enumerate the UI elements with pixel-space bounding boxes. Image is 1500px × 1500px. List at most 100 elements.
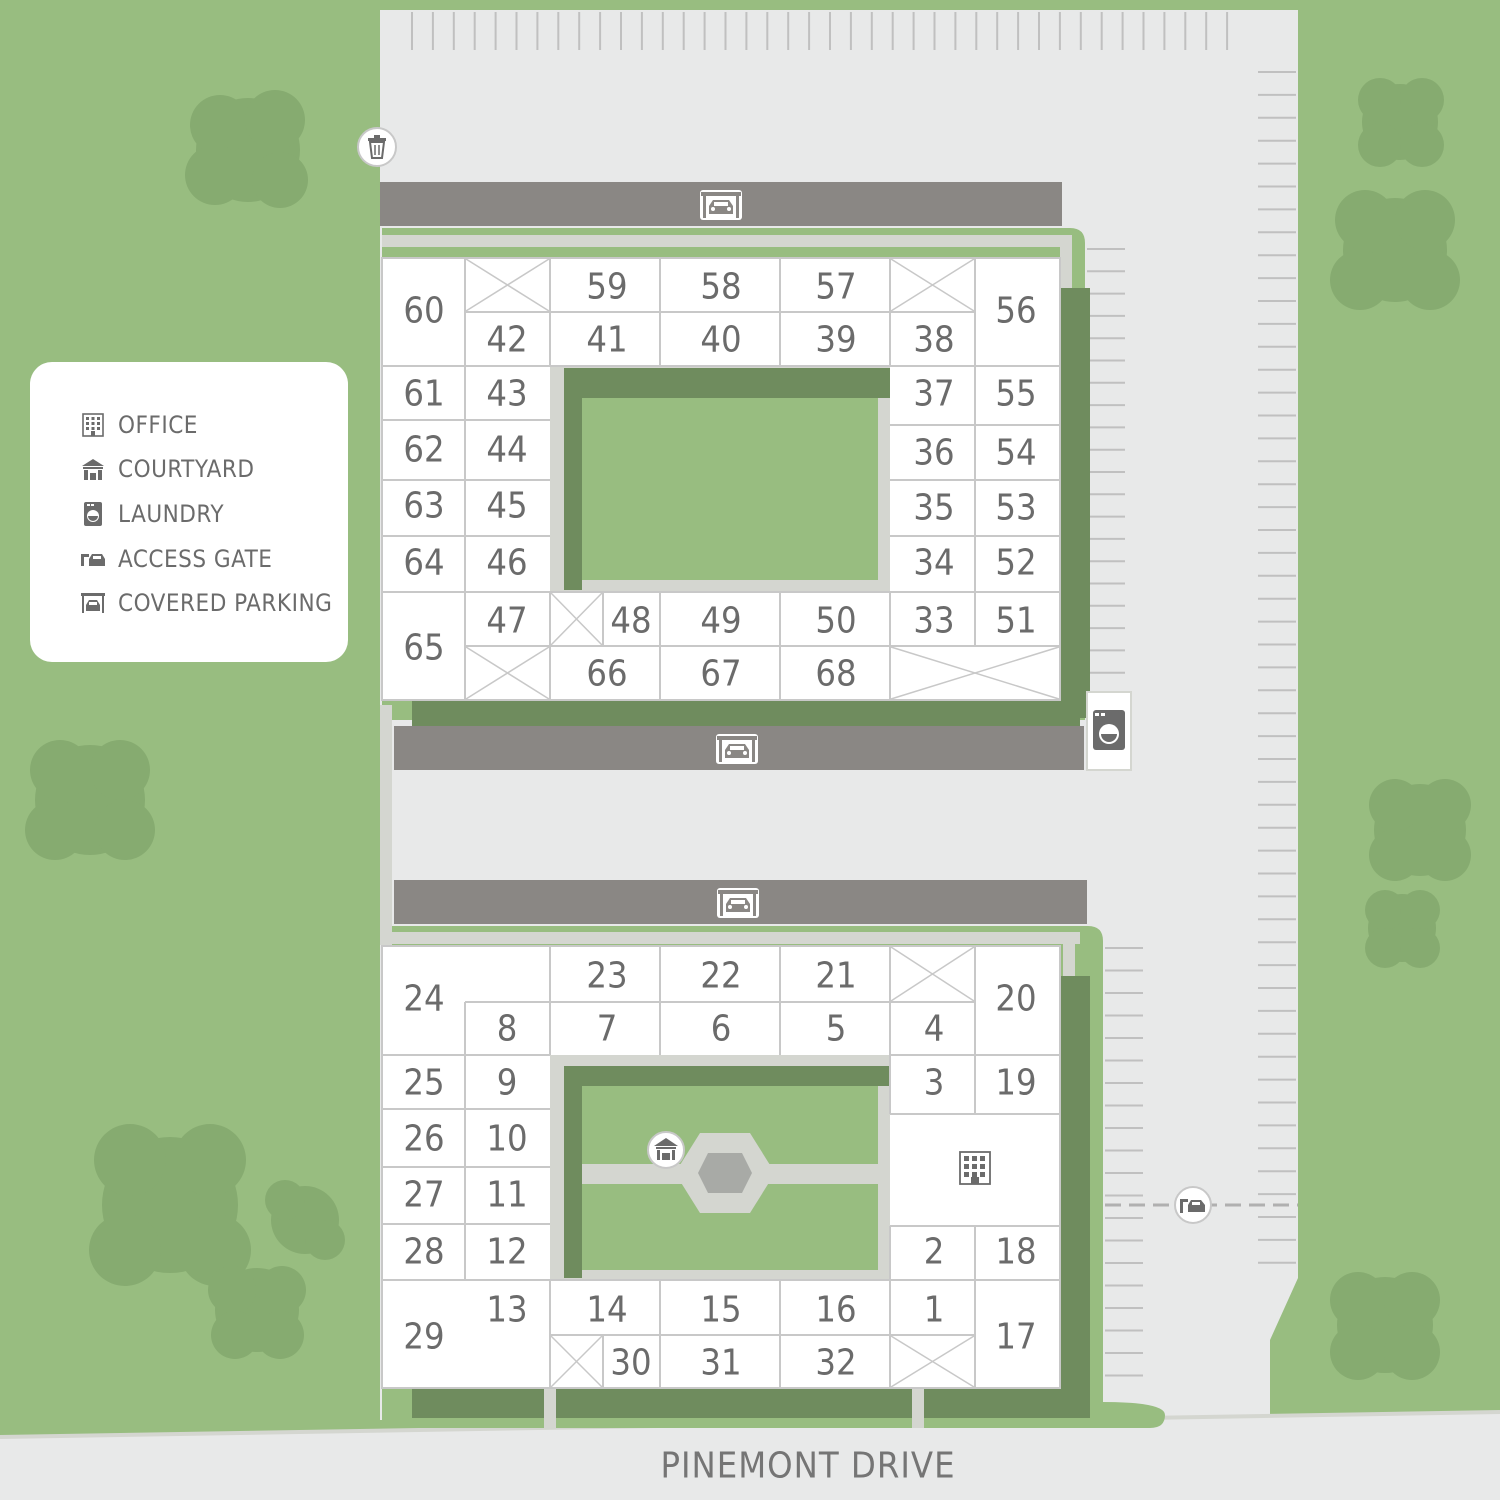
unit-number[interactable]: 4 — [924, 1009, 945, 1050]
unit-number[interactable]: 47 — [486, 601, 527, 642]
unit-number[interactable]: 45 — [486, 486, 527, 527]
parking-stalls-top — [411, 12, 1229, 50]
unit-number[interactable]: 63 — [403, 486, 444, 527]
unit-number[interactable]: 10 — [486, 1119, 527, 1160]
unit-number[interactable]: 53 — [995, 488, 1036, 529]
unit-number[interactable]: 29 — [403, 1317, 444, 1358]
unit-number[interactable]: 13 — [486, 1290, 527, 1331]
unit-number[interactable]: 34 — [913, 543, 954, 584]
unit-number[interactable]: 42 — [486, 320, 527, 361]
unit-number[interactable]: 1 — [924, 1290, 945, 1331]
covered-parking-icon — [700, 190, 759, 918]
unit-number[interactable]: 31 — [700, 1343, 741, 1384]
street — [0, 1412, 1500, 1500]
unit-number[interactable]: 57 — [815, 267, 856, 308]
unit-number[interactable]: 38 — [913, 320, 954, 361]
unit-number[interactable]: 23 — [586, 956, 627, 997]
unit-number[interactable]: 40 — [700, 320, 741, 361]
legend-item-office: OFFICE — [80, 410, 198, 440]
legend-label: OFFICE — [118, 411, 198, 439]
unit-number[interactable]: 52 — [995, 543, 1036, 584]
unit-number[interactable]: 50 — [815, 601, 856, 642]
trees — [25, 78, 1471, 1380]
unit-number[interactable]: 18 — [995, 1232, 1036, 1273]
unit-number[interactable]: 46 — [486, 543, 527, 584]
unit-number[interactable]: 44 — [486, 430, 527, 471]
unit-number[interactable]: 8 — [497, 1009, 518, 1050]
unit-number[interactable]: 11 — [486, 1175, 527, 1216]
unit-number[interactable]: 24 — [403, 979, 444, 1020]
unit-number[interactable]: 62 — [403, 430, 444, 471]
unit-number[interactable]: 55 — [995, 374, 1036, 415]
courtyard-icon — [80, 456, 106, 482]
unit-number[interactable]: 7 — [597, 1009, 618, 1050]
legend-item-courtyard: COURTYARD — [80, 454, 255, 484]
unit-number[interactable]: 64 — [403, 543, 444, 584]
unit-number[interactable]: 30 — [610, 1343, 651, 1384]
legend-item-covered-parking: COVERED PARKING — [80, 588, 332, 618]
office-icon — [80, 412, 106, 438]
access-gate-icon[interactable] — [1174, 1186, 1212, 1224]
unit-number[interactable]: 32 — [815, 1343, 856, 1384]
laundry-icon[interactable] — [1086, 691, 1132, 771]
covered-parking-icon — [80, 590, 106, 616]
unit-number[interactable]: 16 — [815, 1290, 856, 1331]
parking-stalls-south — [1105, 947, 1143, 1377]
building-shadows — [412, 288, 1090, 1418]
unit-number[interactable]: 60 — [403, 291, 444, 332]
unit-number[interactable]: 6 — [711, 1009, 732, 1050]
unit-number[interactable]: 27 — [403, 1175, 444, 1216]
unit-number[interactable]: 58 — [700, 267, 741, 308]
unit-number[interactable]: 33 — [913, 601, 954, 642]
unit-number[interactable]: 65 — [403, 628, 444, 669]
courtyard-icon[interactable] — [647, 1131, 685, 1169]
unit-number[interactable]: 59 — [586, 267, 627, 308]
unit-number[interactable]: 2 — [924, 1232, 945, 1273]
parking-stalls-right — [1258, 71, 1296, 1264]
unit-number[interactable]: 41 — [586, 320, 627, 361]
legend-label: COVERED PARKING — [118, 589, 333, 617]
unit-number[interactable]: 22 — [700, 956, 741, 997]
unit-number[interactable]: 5 — [826, 1009, 847, 1050]
office-icon — [959, 1151, 991, 1185]
unit-number[interactable]: 61 — [403, 374, 444, 415]
laundry-icon — [80, 501, 106, 527]
unit-number[interactable]: 43 — [486, 374, 527, 415]
unit-number[interactable]: 68 — [815, 654, 856, 695]
unit-number[interactable]: 35 — [913, 488, 954, 529]
unit-number[interactable]: 51 — [995, 601, 1036, 642]
unit-number[interactable]: 48 — [610, 601, 651, 642]
unit-number[interactable]: 19 — [995, 1063, 1036, 1104]
unit-number[interactable]: 49 — [700, 601, 741, 642]
unit-number[interactable]: 17 — [995, 1317, 1036, 1358]
unit-number[interactable]: 12 — [486, 1232, 527, 1273]
legend: OFFICE COURTYARD LAUNDRY ACCESS GATE COV… — [30, 362, 348, 662]
unit-number[interactable]: 56 — [995, 291, 1036, 332]
legend-label: COURTYARD — [118, 455, 255, 483]
legend-label: LAUNDRY — [118, 500, 225, 528]
legend-item-access-gate: ACCESS GATE — [80, 544, 272, 574]
unit-number[interactable]: 37 — [913, 374, 954, 415]
parking-stalls-mid — [1087, 248, 1125, 696]
unit-number[interactable]: 67 — [700, 654, 741, 695]
unit-number[interactable]: 3 — [924, 1063, 945, 1104]
unit-number[interactable]: 28 — [403, 1232, 444, 1273]
unit-number[interactable]: 25 — [403, 1063, 444, 1104]
unit-number[interactable]: 54 — [995, 433, 1036, 474]
unit-number[interactable]: 21 — [815, 956, 856, 997]
unit-number[interactable]: 9 — [497, 1063, 518, 1104]
unit-number[interactable]: 26 — [403, 1119, 444, 1160]
building-north: 60 42 59 58 57 56 41 40 39 38 61 43 37 55 62 44 36 54 63 45… — [381, 257, 1061, 701]
unit-number[interactable]: 14 — [586, 1290, 627, 1331]
legend-label: ACCESS GATE — [118, 545, 273, 573]
legend-item-laundry: LAUNDRY — [80, 499, 224, 529]
access-gate-icon — [80, 546, 106, 572]
trash-icon[interactable] — [357, 127, 397, 167]
unit-number[interactable]: 66 — [586, 654, 627, 695]
unit-number[interactable]: 39 — [815, 320, 856, 361]
unit-number[interactable]: 15 — [700, 1290, 741, 1331]
unit-number[interactable]: 20 — [995, 979, 1036, 1020]
unit-number[interactable]: 36 — [913, 433, 954, 474]
